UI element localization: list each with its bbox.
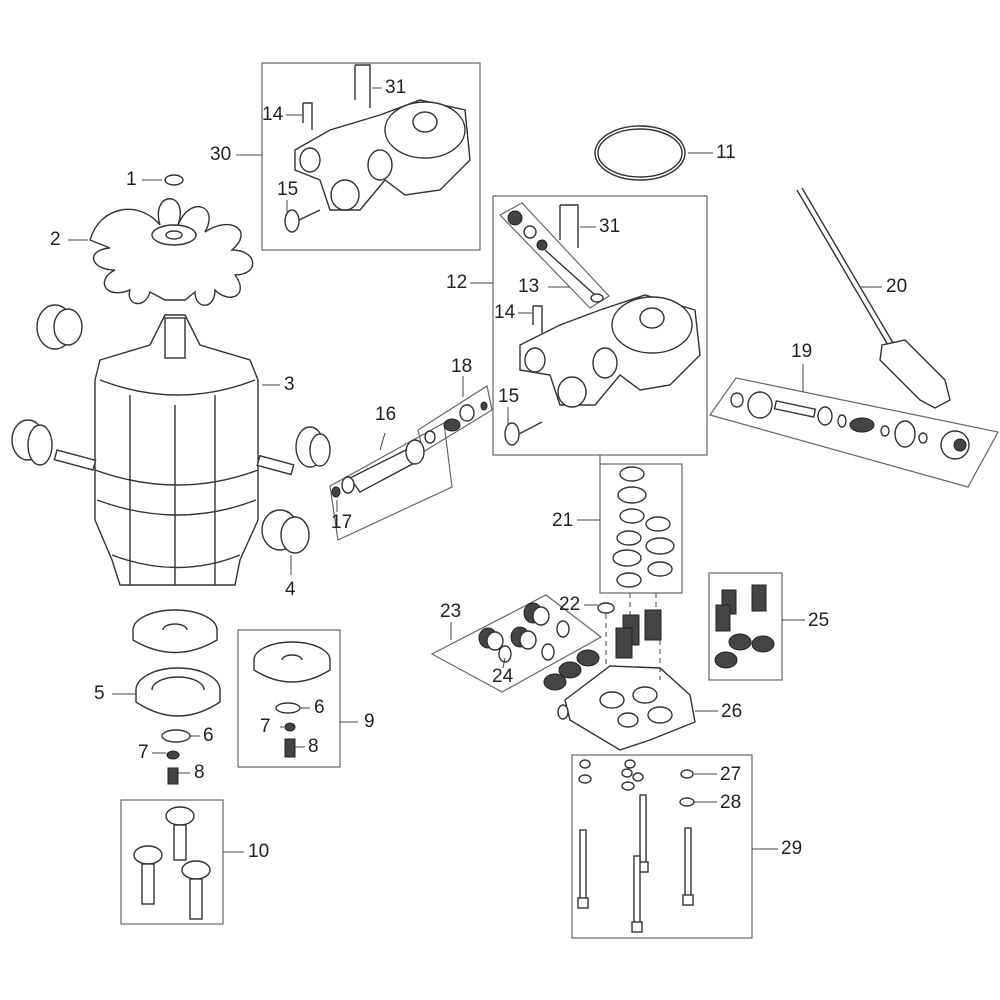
callout-18: 18 — [451, 356, 473, 377]
washer-part — [161, 729, 191, 743]
callout-24: 24 — [492, 666, 514, 687]
lock-washer-part — [166, 750, 180, 760]
callout-11: 11 — [716, 142, 736, 163]
callout-8a: 8 — [194, 762, 205, 783]
pump-head-kit-part — [504, 204, 701, 446]
wobble-plate-kit-part — [253, 641, 331, 758]
callout-4: 4 — [285, 579, 296, 600]
valve-housing-part — [557, 665, 696, 751]
wobble-plate-part — [132, 609, 218, 654]
callout-26: 26 — [721, 701, 743, 722]
pressure-switch-part — [796, 187, 951, 409]
callout-2: 2 — [50, 229, 61, 250]
motor-part — [53, 314, 295, 586]
callout-23: 23 — [440, 601, 462, 622]
callout-16: 16 — [375, 404, 397, 425]
callout-19: 19 — [791, 341, 813, 362]
callout-7a: 7 — [138, 742, 149, 763]
callout-30: 30 — [210, 144, 232, 165]
callout-10: 10 — [248, 841, 270, 862]
callout-21: 21 — [552, 510, 574, 531]
callout-22: 22 — [559, 594, 581, 615]
bolt-kit-part — [577, 759, 695, 933]
callout-28: 28 — [720, 792, 742, 813]
callout-15a: 15 — [277, 179, 299, 200]
piston-kit-part — [133, 806, 211, 920]
callout-27: 27 — [720, 764, 742, 785]
callout-3: 3 — [284, 374, 295, 395]
kit-box-16 — [329, 422, 453, 541]
kit-box-13 — [499, 202, 610, 309]
seal-kit-part — [612, 466, 675, 588]
callout-8b: 8 — [308, 736, 319, 757]
kit-box-21 — [599, 463, 683, 594]
callout-31b: 31 — [599, 216, 621, 237]
kit-box-9 — [237, 629, 341, 768]
kit-box-29 — [571, 754, 753, 939]
callout-31a: 31 — [385, 77, 407, 98]
callout-13: 13 — [518, 276, 540, 297]
retaining-ring-part — [164, 174, 184, 186]
kit-box-23 — [430, 594, 603, 693]
piston-shaft-part — [331, 401, 488, 498]
callout-20: 20 — [886, 276, 908, 297]
callout-14b: 14 — [494, 302, 516, 323]
callout-9: 9 — [364, 711, 375, 732]
callout-15b: 15 — [498, 386, 520, 407]
screw-part — [167, 767, 179, 785]
callout-12: 12 — [446, 272, 468, 293]
callout-14a: 14 — [262, 104, 284, 125]
callout-25: 25 — [808, 610, 830, 631]
o-ring-inner — [597, 128, 683, 178]
o-ring-22-part — [597, 602, 615, 614]
callout-6a: 6 — [203, 725, 214, 746]
callout-29: 29 — [781, 838, 803, 859]
callout-6b: 6 — [314, 697, 325, 718]
cooling-fan-part — [89, 198, 254, 306]
inlet-outlet-kit-part — [478, 602, 570, 663]
callout-5: 5 — [94, 683, 105, 704]
kit-box-10 — [120, 799, 224, 925]
kit-box-25 — [708, 572, 783, 681]
pump-head-assembly-part — [284, 64, 471, 233]
leader-lines — [68, 87, 882, 853]
callout-7b: 7 — [260, 716, 271, 737]
bearing-seal-part — [135, 667, 221, 717]
callout-1: 1 — [126, 169, 137, 190]
valve-kit-part — [714, 584, 775, 669]
kit-box-30 — [261, 62, 481, 251]
callout-17: 17 — [331, 512, 353, 533]
kit-box-19 — [709, 377, 999, 488]
valve-inserts-part — [543, 609, 662, 691]
motor-mount-bushing-part — [11, 304, 331, 554]
bypass-valve-kit-part — [730, 391, 970, 460]
